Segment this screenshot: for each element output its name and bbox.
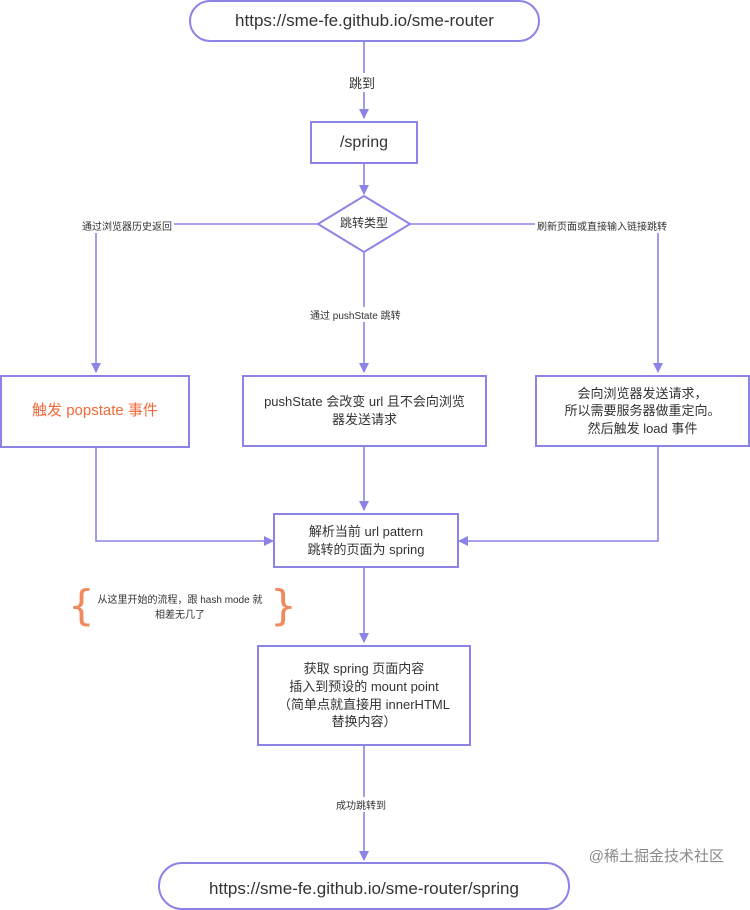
edge-decision-popstate xyxy=(91,223,318,373)
edge-label-jump: 跳到 xyxy=(347,73,378,92)
edge-label-history-back: 通过浏览器历史返回 xyxy=(80,218,174,233)
pushstate-text: pushState 会改变 url 且不会向浏览 器发送请求 xyxy=(264,394,465,427)
route-node: /spring xyxy=(310,121,418,164)
popstate-text: 触发 popstate 事件 xyxy=(32,402,158,420)
edge-popstate-parse xyxy=(95,448,274,546)
edge-label-via-pushstate: 通过 pushState 跳转 xyxy=(308,307,403,322)
edge-label-success: 成功跳转到 xyxy=(334,797,388,812)
reload-text: 会向浏览器发送请求， 所以需要服务器做重定向。 然后触发 load 事件 xyxy=(564,385,721,436)
watermark: @稀土掘金技术社区 xyxy=(589,845,724,866)
start-url-node: https://sme-fe.github.io/sme-router xyxy=(189,0,540,42)
watermark-text: @稀土掘金技术社区 xyxy=(588,848,724,865)
edge-label-refresh: 刷新页面或直接输入链接跳转 xyxy=(535,218,669,233)
popstate-node: 触发 popstate 事件 xyxy=(0,375,190,448)
parse-node: 解析当前 url pattern 跳转的页面为 spring xyxy=(273,513,459,568)
start-url-text: https://sme-fe.github.io/sme-router xyxy=(235,10,494,30)
edge-reload-parse xyxy=(458,447,659,546)
edge-decision-reload xyxy=(410,223,663,373)
route-text: /spring xyxy=(339,133,389,151)
annotation-text: 从这里开始的流程，跟 hash mode 就 相差无几了 xyxy=(97,595,263,621)
decision-text: 跳转类型 xyxy=(339,216,388,230)
annotation-right-brace: } xyxy=(270,581,297,630)
parse-text: 解析当前 url pattern 跳转的页面为 spring xyxy=(307,523,425,557)
reload-node: 会向浏览器发送请求， 所以需要服务器做重定向。 然后触发 load 事件 xyxy=(535,375,750,447)
fetch-node: 获取 spring 页面内容 插入到预设的 mount point （简单点就直… xyxy=(257,645,471,746)
end-url-node: https://sme-fe.github.io/sme-router/spri… xyxy=(158,862,570,910)
decision-label: 跳转类型 xyxy=(318,214,410,231)
annotation-left-brace: { xyxy=(68,581,95,630)
end-url-text: https://sme-fe.github.io/sme-router/spri… xyxy=(209,879,519,898)
pushstate-node: pushState 会改变 url 且不会向浏览 器发送请求 xyxy=(242,375,487,447)
fetch-text: 获取 spring 页面内容 插入到预设的 mount point （简单点就直… xyxy=(278,661,450,730)
decision-diamond xyxy=(316,194,412,254)
